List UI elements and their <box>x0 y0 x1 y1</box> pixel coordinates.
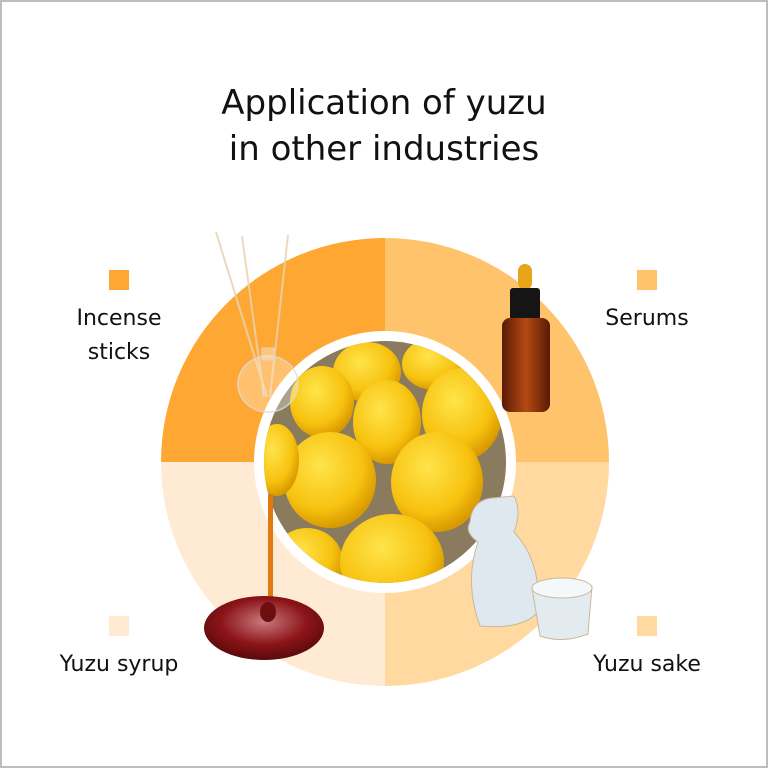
legend-label: Yuzu sake <box>593 652 701 677</box>
legend-incense-sticks: Incense sticks <box>64 270 174 370</box>
legend-swatch <box>109 616 129 636</box>
syrup-drip-icon <box>204 495 324 660</box>
legend-label: Incense <box>76 306 162 331</box>
title-line-2: in other industries <box>228 129 540 169</box>
title-line-1: Application of yuzu <box>221 83 547 123</box>
yuzu-fruits-photo <box>264 341 506 583</box>
legend-swatch <box>637 270 657 290</box>
page-title: Application of yuzu in other industries <box>2 80 766 172</box>
legend-swatch <box>109 270 129 290</box>
legend-serums: Serums <box>592 270 702 336</box>
legend-label: Yuzu syrup <box>59 652 179 677</box>
sake-set-icon <box>467 495 593 640</box>
legend-yuzu-syrup: Yuzu syrup <box>44 616 194 682</box>
serum-bottle-icon <box>502 264 550 412</box>
legend-yuzu-sake: Yuzu sake <box>572 616 722 682</box>
legend-swatch <box>637 616 657 636</box>
reed-diffuser-icon <box>215 231 299 413</box>
legend-label: Serums <box>605 306 689 331</box>
legend-label-line-2: sticks <box>87 340 151 365</box>
